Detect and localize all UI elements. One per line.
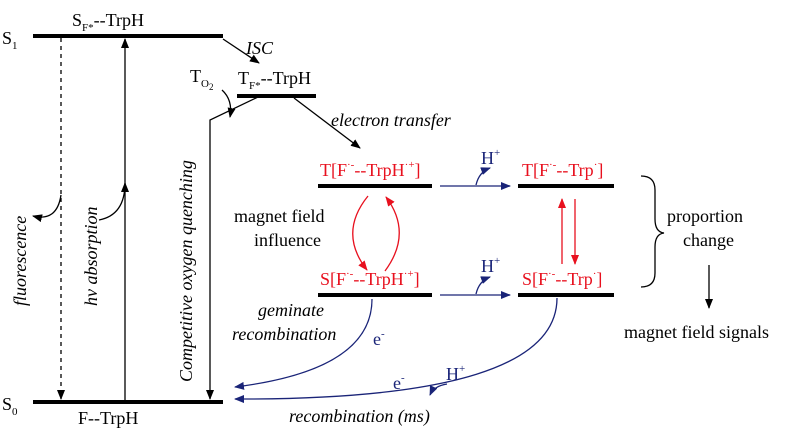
ms-electron-label: e- [393, 372, 405, 393]
electron-transfer-label: electron transfer [331, 110, 452, 130]
uptake-hplus-label: H+ [446, 363, 465, 384]
absorption-input-arrow [98, 182, 129, 221]
absorption-label: hv absorption [81, 206, 101, 306]
geminate-electron-label: e- [373, 328, 385, 349]
change-label: change [683, 230, 734, 250]
signals-label: magnet field signals [624, 322, 769, 342]
recombination-label: recombination [232, 324, 336, 344]
t-trph-label: T[F·---TrpH·+] [320, 159, 421, 180]
ms-recombination-arrow [234, 297, 558, 404]
magnet-field-label: magnet field [234, 206, 324, 226]
to2-label: TO2 [190, 66, 213, 92]
interconversion-arrow-right [384, 196, 400, 272]
t-hplus-label: H+ [481, 147, 500, 168]
geminate-label: geminate [258, 300, 324, 320]
proportion-label: proportion [667, 206, 743, 226]
to2-arrow [221, 89, 236, 118]
proportion-bracket [640, 175, 665, 288]
t-hplus-release-arrow [475, 167, 491, 186]
quenching-label: Competitive oxygen quenching [176, 160, 196, 382]
isc-label: ISC [245, 38, 274, 58]
s1-label: S1 [2, 28, 18, 52]
s-trph-label: S[F·---TrpH·+] [320, 268, 420, 289]
fluorescence-label: fluorescence [10, 216, 30, 306]
t-state-label: TF*--TrpH [238, 68, 311, 92]
s-hplus-release-arrow [475, 276, 491, 295]
s1-state-label: SF*--TrpH [72, 10, 144, 34]
hplus-uptake-arrow [429, 383, 448, 396]
s0-state-label: F--TrpH [78, 408, 138, 428]
geminate-recombination-arrow [234, 298, 373, 390]
recombination-ms-label: recombination (ms) [289, 406, 430, 427]
quenching-arrow [206, 96, 259, 400]
isc-arrow [222, 38, 260, 64]
s0-label: S0 [2, 394, 18, 418]
t-trp-label: T[F·---Trp·] [522, 159, 603, 180]
s-trp-label: S[F·---Trp·] [522, 268, 602, 289]
fluorescence-emission-arrow [32, 194, 62, 223]
electron-transfer-arrow [293, 97, 361, 149]
interconversion-arrow-left [352, 195, 369, 271]
influence-label: influence [254, 230, 321, 250]
s-hplus-label: H+ [481, 255, 500, 276]
